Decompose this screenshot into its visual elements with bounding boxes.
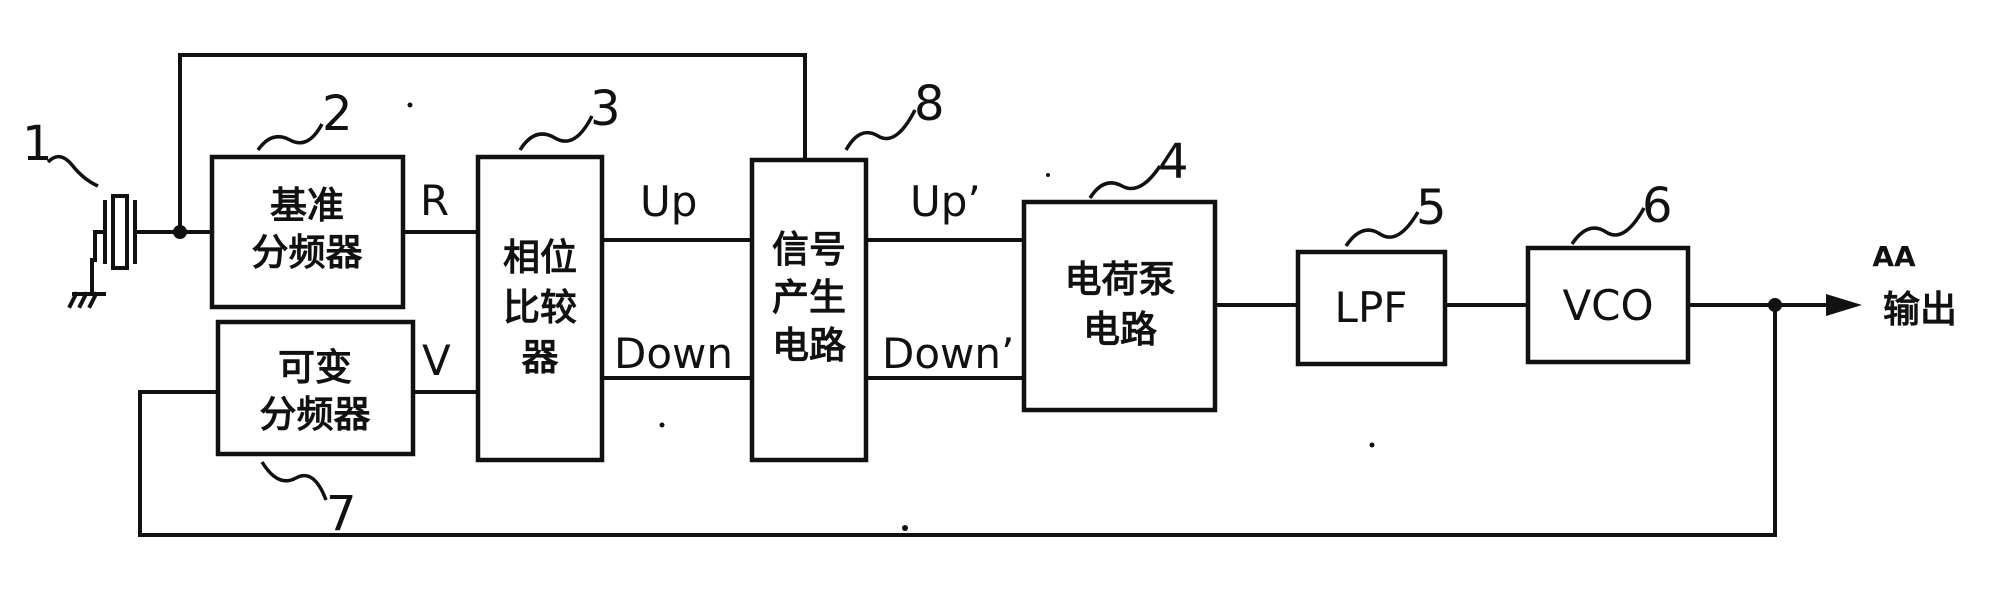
ground-symbol <box>67 291 106 309</box>
signal-generator-line3: 电路 <box>772 324 847 367</box>
signal-generator-line1: 信号 <box>772 228 846 271</box>
variable-divider-block: 可变 分频器 <box>215 319 416 457</box>
reference-divider-block: 基准 分频器 <box>209 154 406 310</box>
phase-comparator-line3: 器 <box>522 336 560 379</box>
charge-pump-number: 4 <box>1158 134 1189 190</box>
variable-divider-number: 7 <box>326 486 357 542</box>
charge-pump-line2: 电路 <box>1083 308 1158 351</box>
vco-block: VCO <box>1525 245 1691 365</box>
phase-comparator-line1: 相位 <box>503 236 577 279</box>
signal-label-down-prime: Down’ <box>882 329 1014 378</box>
phase-comparator-block: 相位 比较 器 <box>475 154 605 463</box>
lead-signal-generator <box>844 109 917 151</box>
signal-label-up: Up <box>640 177 697 226</box>
crystal-number: 1 <box>22 116 53 172</box>
reference-divider-line2: 分频器 <box>252 231 364 274</box>
output-arrow <box>1826 294 1862 316</box>
crystal-oscillator <box>67 194 147 309</box>
junction-dot-crystal <box>173 225 187 239</box>
junction-dot-output <box>1768 298 1782 312</box>
output-code: AA <box>1872 240 1916 273</box>
lead-phase-comparator <box>518 115 594 151</box>
reference-divider-line1: 基准 <box>270 184 344 227</box>
signal-label-v: V <box>422 336 451 385</box>
charge-pump-block: 电荷泵 电路 <box>1021 199 1218 413</box>
vco-number: 6 <box>1642 178 1673 234</box>
signal-generator-number: 8 <box>914 76 945 132</box>
variable-divider-line2: 分频器 <box>260 393 372 436</box>
lead-reference-divider <box>256 123 324 152</box>
signal-label-r: R <box>420 176 449 225</box>
scan-specks <box>407 102 1375 531</box>
wiring <box>138 53 1840 537</box>
phase-comparator-number: 3 <box>590 81 621 137</box>
signal-generator-block: 信号 产生 电路 <box>749 157 869 463</box>
signal-label-up-prime: Up’ <box>910 177 981 226</box>
vco-label: VCO <box>1562 281 1653 330</box>
output-label: 输出 <box>1883 288 1957 331</box>
lead-crystal <box>46 155 99 188</box>
lpf-number: 5 <box>1416 180 1447 236</box>
lead-variable-divider <box>260 461 328 501</box>
lpf-block: LPF <box>1295 249 1448 367</box>
lpf-label: LPF <box>1335 283 1408 332</box>
phase-comparator-line2: 比较 <box>503 286 577 329</box>
signal-generator-line2: 产生 <box>772 276 846 319</box>
signal-label-down: Down <box>614 329 733 378</box>
reference-divider-number: 2 <box>322 86 353 142</box>
lead-vco <box>1570 207 1646 245</box>
lead-lpf <box>1344 211 1420 247</box>
charge-pump-line1: 电荷泵 <box>1065 258 1176 301</box>
variable-divider-line1: 可变 <box>278 346 352 389</box>
lead-charge-pump <box>1088 165 1162 199</box>
